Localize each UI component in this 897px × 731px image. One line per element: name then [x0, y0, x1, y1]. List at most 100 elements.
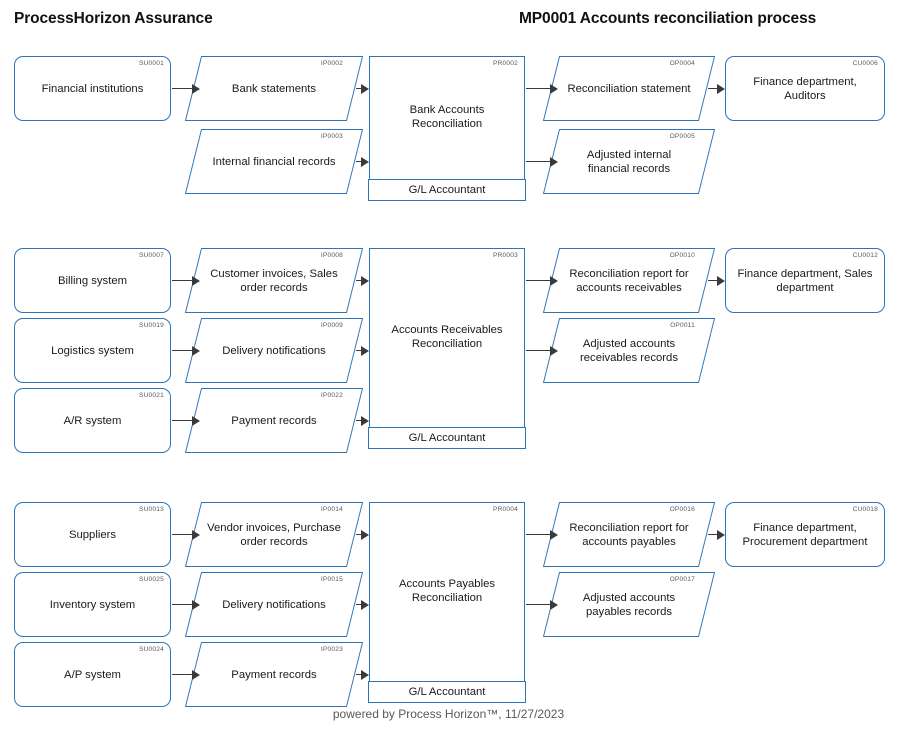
- arrow-shaft: [172, 673, 193, 676]
- arrow-output-to-customer-bank-accounts-reconciliation-1: [708, 83, 725, 95]
- arrow-shaft: [172, 533, 193, 536]
- supplier-accounts-receivables-reconciliation-3-id: SU0021: [138, 392, 164, 399]
- arrow-head-icon: [361, 156, 369, 167]
- supplier-accounts-receivables-reconciliation-3-label: A/R system: [63, 414, 122, 427]
- supplier-bank-accounts-reconciliation-1-label: Financial institutions: [41, 82, 144, 95]
- supplier-accounts-receivables-reconciliation-1-label: Billing system: [57, 274, 128, 287]
- arrow-head-icon: [361, 345, 369, 356]
- output-bank-accounts-reconciliation-2-label: Adjusted internal financial records: [586, 148, 672, 175]
- arrow-shaft: [356, 349, 362, 352]
- supplier-bank-accounts-reconciliation-1-id: SU0001: [138, 60, 164, 67]
- arrow-input-to-process-accounts-receivables-reconciliation-1: [356, 275, 369, 287]
- process-accounts-payables-reconciliation-role: G/L Accountant: [368, 680, 526, 703]
- arrow-input-to-process-accounts-receivables-reconciliation-2: [356, 345, 369, 357]
- arrow-head-icon: [361, 415, 369, 426]
- arrow-input-to-process-accounts-receivables-reconciliation-3: [356, 415, 369, 427]
- input-accounts-payables-reconciliation-2-label: Delivery notifications: [222, 598, 326, 611]
- supplier-accounts-payables-reconciliation-1-id: SU0013: [138, 506, 164, 513]
- arrow-shaft: [356, 87, 362, 90]
- input-accounts-payables-reconciliation-3-label: Payment records: [231, 668, 317, 681]
- supplier-accounts-payables-reconciliation-2-label: Inventory system: [49, 598, 136, 611]
- customer-accounts-payables-reconciliation-1-label: Finance department, Procurement departme…: [742, 521, 868, 548]
- arrow-shaft: [356, 160, 362, 163]
- output-bank-accounts-reconciliation-2-id: OP0005: [669, 133, 695, 140]
- input-accounts-receivables-reconciliation-2-label: Delivery notifications: [222, 344, 326, 357]
- output-accounts-receivables-reconciliation-1-id: OP0010: [669, 252, 695, 259]
- supplier-accounts-receivables-reconciliation-2-id: SU0019: [138, 322, 164, 329]
- input-accounts-payables-reconciliation-1-label: Vendor invoices, Purchase order records: [207, 521, 341, 548]
- arrow-head-icon: [717, 275, 725, 286]
- brand-title: ProcessHorizon Assurance: [14, 10, 213, 27]
- arrow-input-to-process-bank-accounts-reconciliation-1: [356, 83, 369, 95]
- output-bank-accounts-reconciliation-1-label: Reconciliation statement: [567, 82, 691, 95]
- input-bank-accounts-reconciliation-2-label: Internal financial records: [212, 155, 336, 168]
- customer-accounts-payables-reconciliation-1-id: CU0018: [852, 506, 878, 513]
- arrow-shaft: [356, 673, 362, 676]
- arrow-input-to-process-bank-accounts-reconciliation-2: [356, 156, 369, 168]
- customer-bank-accounts-reconciliation-1-id: CU0006: [852, 60, 878, 67]
- process-bank-accounts-reconciliation-role: G/L Accountant: [368, 178, 526, 201]
- input-accounts-receivables-reconciliation-3-id: IP0022: [320, 392, 343, 399]
- input-accounts-payables-reconciliation-2-id: IP0015: [320, 576, 343, 583]
- arrow-shaft: [526, 533, 551, 536]
- process-accounts-payables-reconciliation-label: Accounts Payables Reconciliation: [398, 578, 496, 604]
- output-accounts-receivables-reconciliation-1-label: Reconciliation report for accounts recei…: [569, 267, 689, 294]
- output-accounts-receivables-reconciliation-2-label: Adjusted accounts receivables records: [580, 337, 678, 364]
- supplier-accounts-receivables-reconciliation-2-label: Logistics system: [51, 344, 134, 357]
- customer-bank-accounts-reconciliation-1-label: Finance department, Auditors: [753, 75, 857, 102]
- supplier-accounts-payables-reconciliation-1-label: Suppliers: [68, 528, 117, 541]
- arrow-head-icon: [361, 275, 369, 286]
- input-accounts-receivables-reconciliation-1-label: Customer invoices, Sales order records: [210, 267, 338, 294]
- arrow-shaft: [708, 87, 718, 90]
- output-accounts-payables-reconciliation-1-id: OP0016: [669, 506, 695, 513]
- supplier-accounts-payables-reconciliation-3-id: SU0024: [138, 646, 164, 653]
- output-accounts-receivables-reconciliation-2-id: OP0011: [670, 322, 695, 329]
- arrow-input-to-process-accounts-payables-reconciliation-2: [356, 599, 369, 611]
- arrow-shaft: [526, 279, 551, 282]
- arrow-input-to-process-accounts-payables-reconciliation-1: [356, 529, 369, 541]
- process-accounts-receivables-reconciliation-id: PR0003: [492, 252, 518, 259]
- output-accounts-payables-reconciliation-2-id: OP0017: [669, 576, 695, 583]
- arrow-shaft: [356, 419, 362, 422]
- process-accounts-receivables-reconciliation-role: G/L Accountant: [368, 426, 526, 449]
- supplier-accounts-payables-reconciliation-2-id: SU0025: [138, 576, 164, 583]
- arrow-shaft: [172, 419, 193, 422]
- input-accounts-payables-reconciliation-1-id: IP0014: [320, 506, 343, 513]
- process-accounts-receivables-reconciliation-label: Accounts Receivables Reconciliation: [391, 324, 503, 350]
- supplier-accounts-payables-reconciliation-3-label: A/P system: [64, 668, 121, 681]
- arrow-input-to-process-accounts-payables-reconciliation-3: [356, 669, 369, 681]
- arrow-shaft: [356, 279, 362, 282]
- arrow-shaft: [526, 87, 551, 90]
- arrow-output-to-customer-accounts-receivables-reconciliation-1: [708, 275, 725, 287]
- supplier-accounts-receivables-reconciliation-1-id: SU0007: [138, 252, 164, 259]
- arrow-output-to-customer-accounts-payables-reconciliation-1: [708, 529, 725, 541]
- arrow-shaft: [526, 160, 551, 163]
